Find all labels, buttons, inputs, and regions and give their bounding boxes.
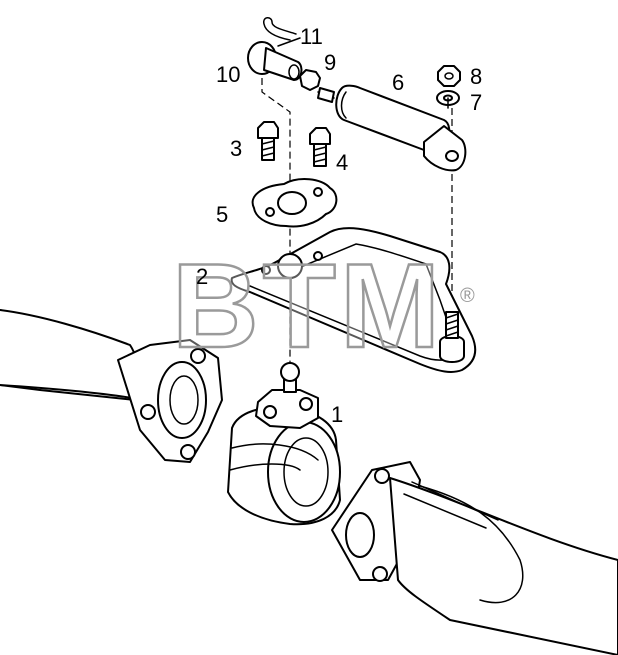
callout-10: 10	[216, 62, 240, 87]
callout-labels: 1 2 3 4 5 6 7 8 9 10 11	[196, 24, 482, 427]
watermark-registered-mark: ®	[460, 285, 475, 307]
callout-3: 3	[230, 136, 242, 161]
callout-9: 9	[324, 50, 336, 75]
nut-9	[299, 69, 321, 91]
callout-4: 4	[336, 150, 348, 175]
watermark-text: BTM	[172, 239, 444, 373]
ball-flange-clamp	[227, 362, 341, 526]
front-exhaust-pipe	[0, 309, 223, 463]
callout-2: 2	[196, 264, 208, 289]
callout-1: 1	[331, 402, 343, 427]
clip-11	[263, 17, 297, 41]
callout-5: 5	[216, 202, 228, 227]
callout-7: 7	[470, 90, 482, 115]
callout-11: 11	[300, 24, 323, 49]
support-bracket	[230, 227, 477, 373]
damper-cylinder	[317, 84, 467, 172]
gasket-plate	[251, 178, 338, 228]
pin-10	[247, 41, 303, 81]
callout-6: 6	[392, 70, 404, 95]
nut-8	[437, 65, 461, 87]
leader-lines	[277, 37, 449, 109]
bolt-4	[309, 127, 331, 167]
btm-watermark: BTM ®	[171, 238, 475, 375]
bolt-3	[257, 121, 279, 161]
callout-8: 8	[470, 64, 482, 89]
rear-exhaust-pipe	[331, 461, 618, 655]
